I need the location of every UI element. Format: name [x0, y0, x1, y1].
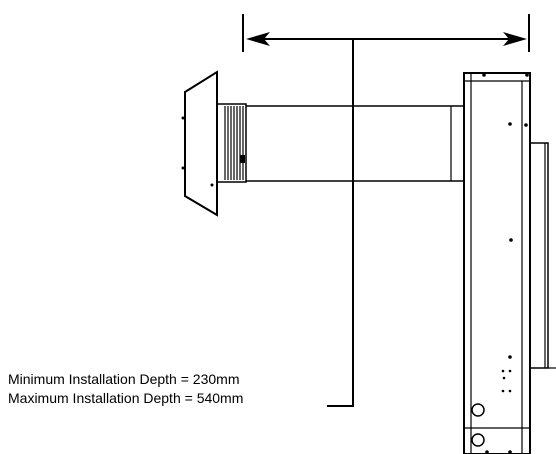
maximum-depth-label: Maximum Installation Depth = 540mm: [8, 390, 244, 406]
ribbed-collar-icon: [216, 103, 247, 183]
callout-leader-line: [327, 39, 354, 407]
appliance-housing-icon: [463, 72, 556, 454]
terminal-cap-icon: [181, 70, 218, 217]
flue-pipe-icon: [246, 105, 464, 182]
installation-depth-callout: Minimum Installation Depth = 230mm Maxim…: [8, 370, 328, 408]
minimum-depth-label: Minimum Installation Depth = 230mm: [8, 371, 240, 387]
dimension-arrow-icon: [242, 14, 530, 52]
